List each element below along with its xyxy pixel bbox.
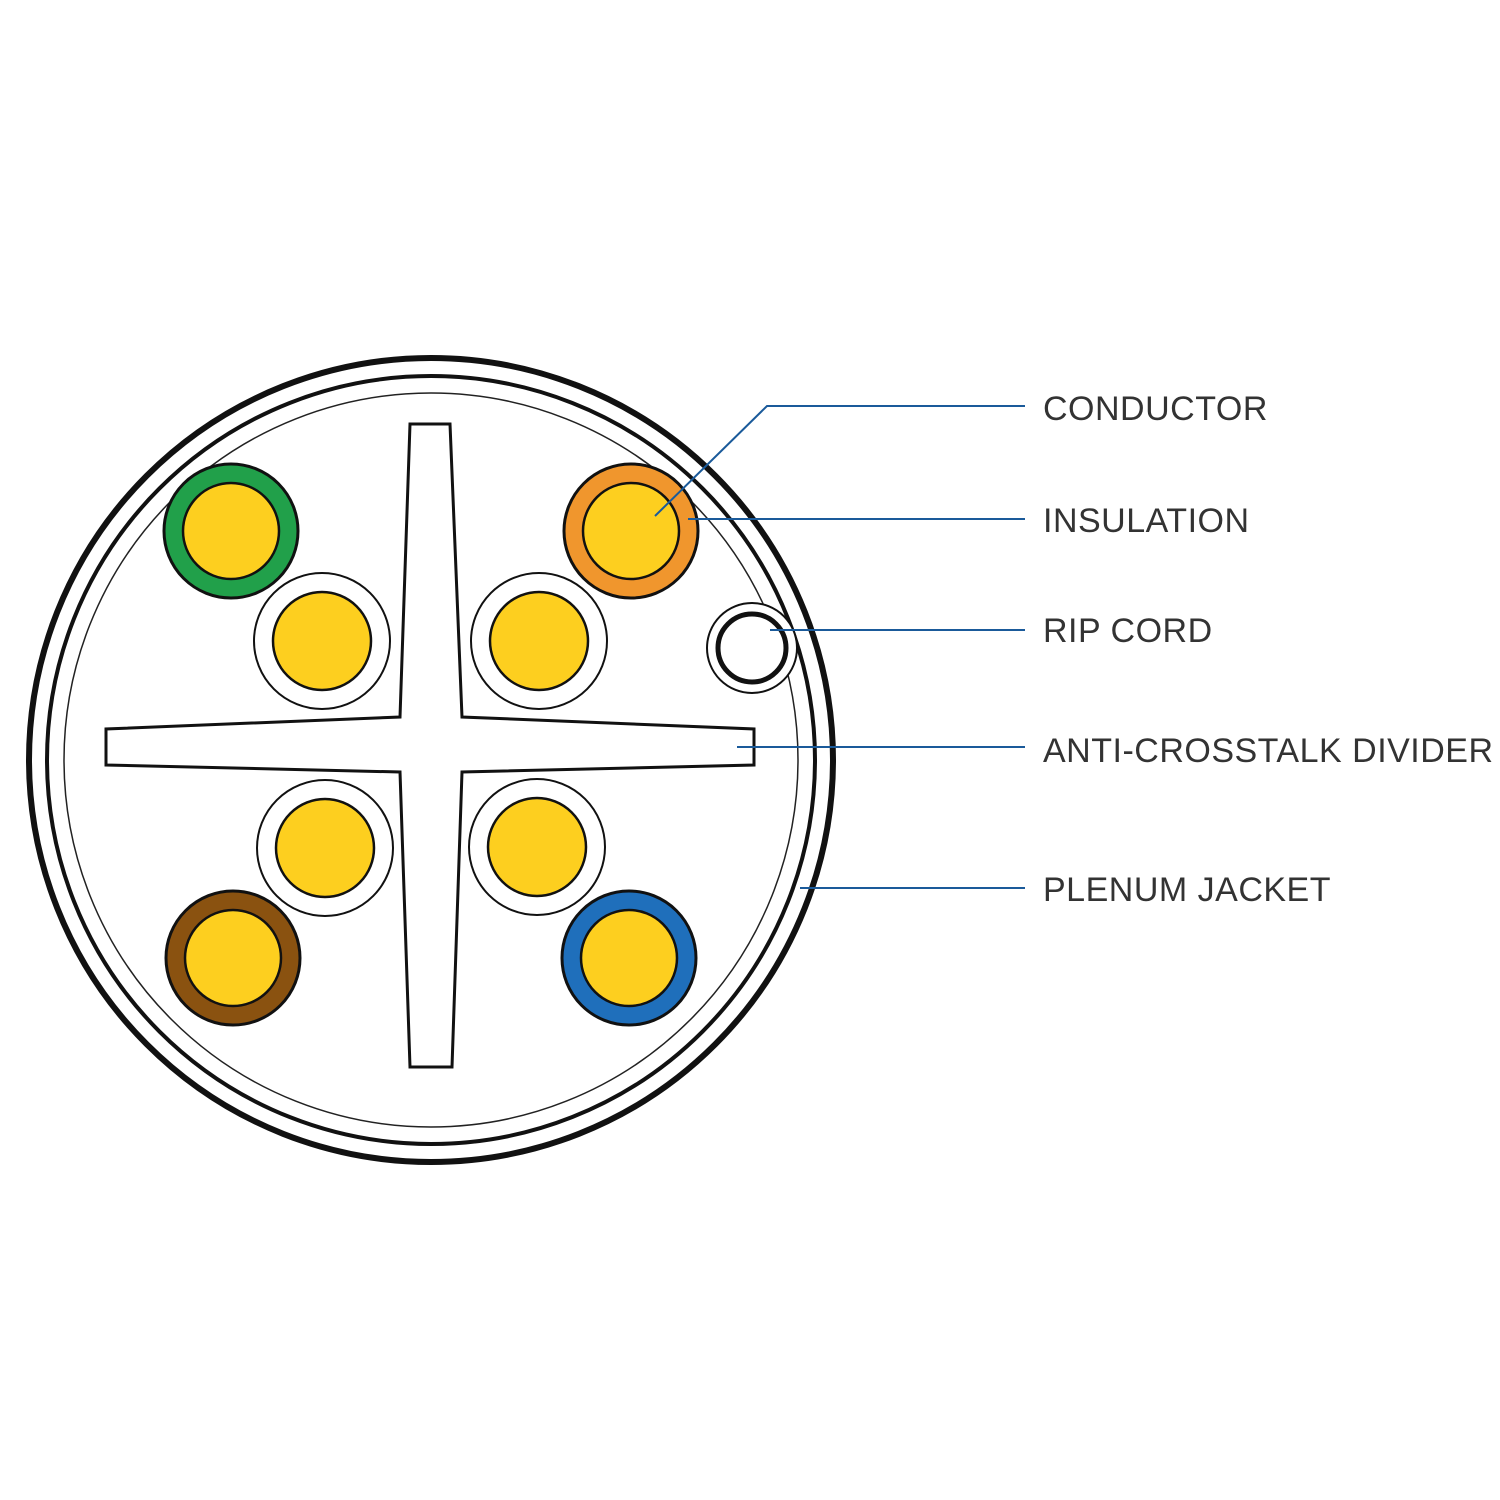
leader-line-conductor [654, 405, 1025, 517]
wire-green-conductor [181, 481, 281, 581]
wire-green-white [253, 572, 391, 710]
wire-orange-conductor [581, 481, 681, 581]
label-conductor: CONDUCTOR [1043, 390, 1268, 428]
label-rip-cord: RIP CORD [1043, 612, 1213, 650]
anti-crosstalk-divider [104, 422, 756, 1069]
label-insulation: INSULATION [1043, 502, 1250, 540]
rip-cord-inner [715, 611, 789, 685]
wire-green [162, 462, 300, 600]
rip-cord [706, 602, 798, 694]
wire-brown-white [256, 779, 394, 917]
wire-orange-white-conductor [488, 590, 590, 692]
wire-blue-conductor [579, 908, 679, 1008]
wire-brown-conductor [183, 908, 283, 1008]
wires [162, 462, 700, 1027]
wire-orange [562, 462, 700, 600]
wire-green-white-conductor [271, 590, 373, 692]
label-anti-crosstalk-divider: ANTI-CROSSTALK DIVIDER [1043, 732, 1494, 770]
label-plenum-jacket: PLENUM JACKET [1043, 871, 1331, 909]
wire-orange-white [470, 572, 608, 710]
wire-brown-white-conductor [274, 797, 376, 899]
callout-labels: CONDUCTOR INSULATION RIP CORD ANTI-CROSS… [1043, 390, 1494, 909]
wire-blue-white-conductor [486, 796, 588, 898]
leader-lines [654, 405, 1025, 889]
wire-brown [164, 889, 302, 1027]
wire-blue [560, 889, 698, 1027]
wire-blue-white [468, 778, 606, 916]
jacket-interior-line [63, 392, 799, 1128]
